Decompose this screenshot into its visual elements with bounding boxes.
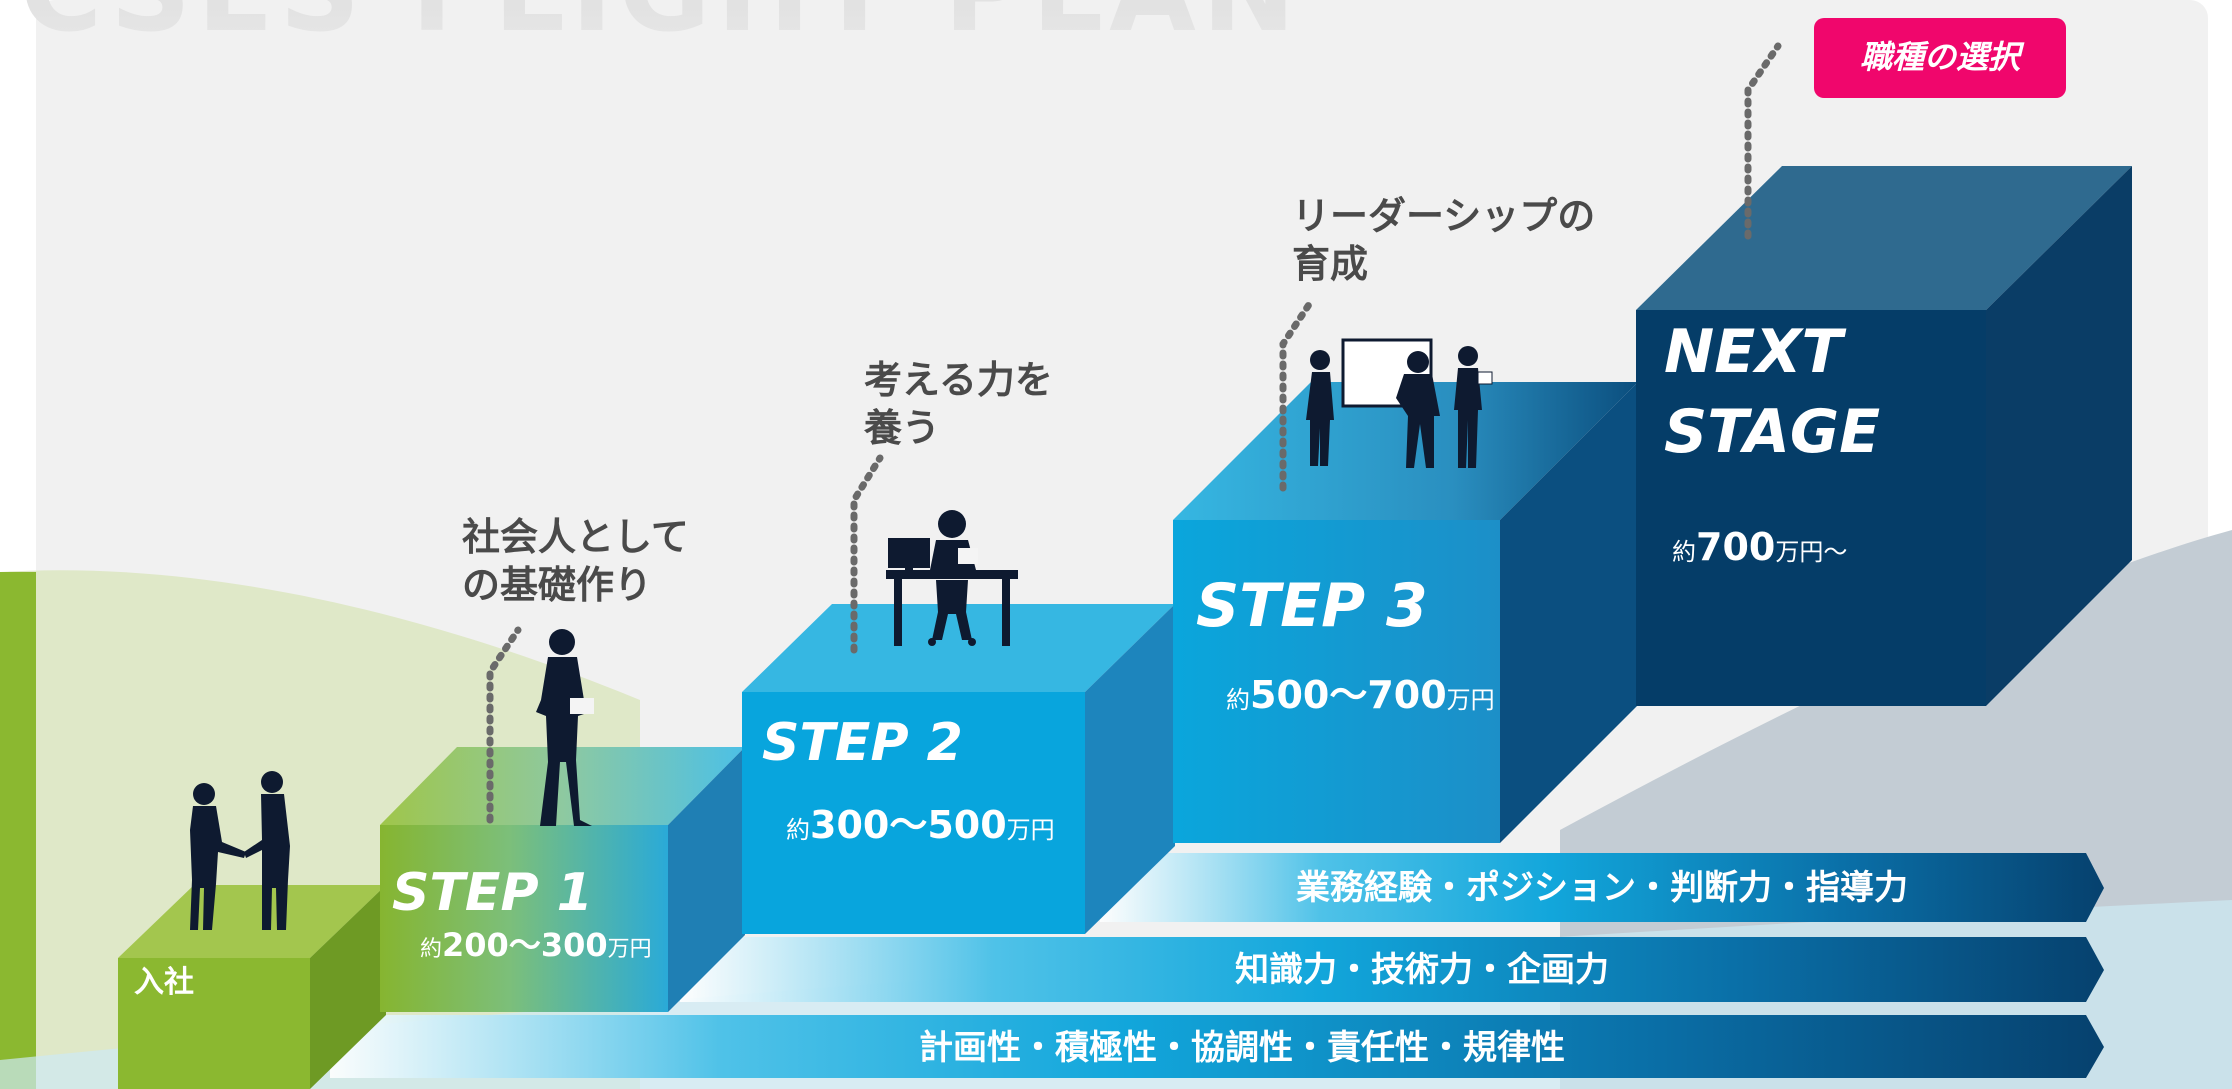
leader-next-stage: [1744, 42, 1782, 240]
step-3-caption-line2: 育成: [1292, 242, 1368, 286]
step-2-salary: 約300〜500万円: [786, 803, 1055, 847]
job-selection-badge: 職種の選択: [1814, 18, 2066, 98]
whiteboard-meeting-figures-icon: [1306, 338, 1493, 468]
skill-bars: 業務経験・ポジション・判断力・指導力 知識力・技術力・企画力 計画性・積極性・協…: [330, 853, 2104, 1078]
page-title: CSES FLIGHT PLAN: [20, 0, 1302, 57]
entry-label: 入社: [134, 965, 194, 1000]
entry-block: 入社: [118, 885, 386, 1089]
desk-worker-figure-icon: [886, 510, 1018, 646]
step-1-block: STEP 1 約200〜300万円: [380, 747, 745, 1012]
step-1-caption-line2: の基礎作り: [462, 563, 652, 607]
step-3-block: STEP 3 約500〜700万円: [1173, 382, 1638, 843]
skill-bar-1-label: 業務経験・ポジション・判断力・指導力: [1296, 868, 1908, 908]
next-stage-title-line1: NEXT: [1664, 317, 1846, 387]
skill-bar-2-label: 知識力・技術力・企画力: [1235, 950, 1609, 990]
step-2-caption-line2: 養う: [864, 406, 940, 450]
skill-bar-1: [1100, 853, 2104, 922]
step-1-salary: 約200〜300万円: [420, 926, 652, 964]
step-1-title: STEP 1: [392, 863, 593, 923]
step-3-caption-line1: リーダーシップの: [1292, 194, 1595, 238]
silhouettes: [190, 338, 1493, 930]
dotted-leaders: [486, 42, 1782, 824]
leader-step-2: [850, 454, 884, 654]
captions: 社会人として の基礎作り 考える力を 養う リーダーシップの 育成: [462, 194, 1595, 607]
presenter-figure-icon: [536, 629, 594, 826]
skill-bar-2: [680, 937, 2104, 1002]
next-stage-salary: 約700万円〜: [1672, 525, 1847, 569]
skill-bar-3: [330, 1015, 2104, 1078]
leader-step-1: [486, 626, 522, 824]
step-1-caption-line1: 社会人として: [462, 515, 689, 559]
handshake-figures-icon: [190, 771, 290, 930]
step-2-title: STEP 2: [762, 713, 963, 773]
step-3-title: STEP 3: [1196, 571, 1428, 641]
step-2-block: STEP 2 約300〜500万円: [742, 604, 1175, 934]
badge-label: 職種の選択: [1860, 38, 2025, 76]
leader-step-3: [1279, 296, 1316, 492]
next-stage-title-line2: STAGE: [1664, 397, 1880, 467]
next-stage-block: NEXT STAGE 約700万円〜: [1636, 166, 2132, 706]
skill-bar-3-label: 計画性・積極性・協調性・責任性・規律性: [919, 1028, 1565, 1068]
step-2-caption-line1: 考える力を: [864, 358, 1053, 402]
step-3-salary: 約500〜700万円: [1226, 673, 1495, 717]
left-green-strip: [0, 572, 36, 1089]
